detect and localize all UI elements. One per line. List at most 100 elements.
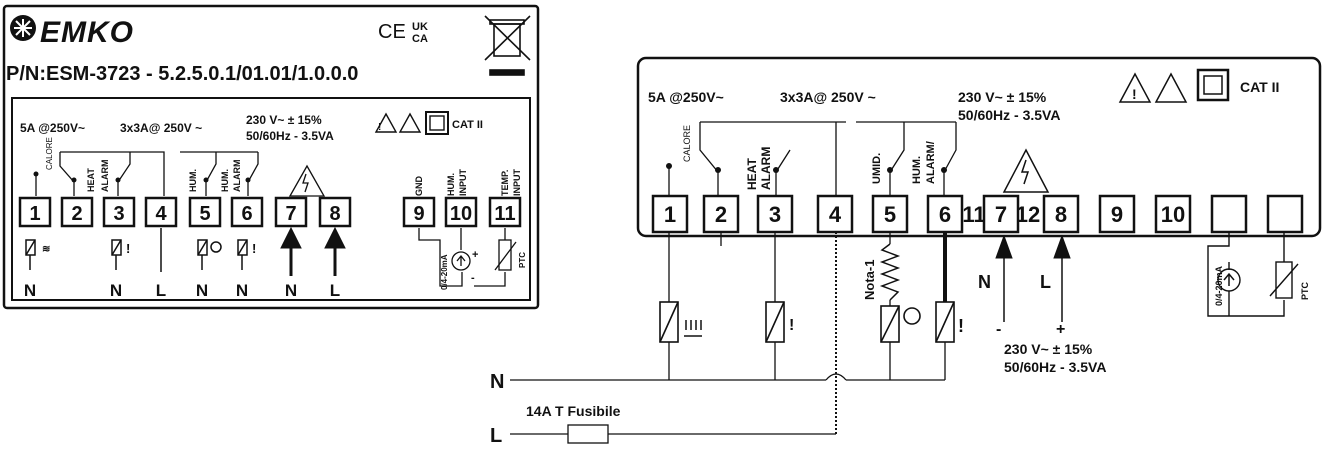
label-supply-arrows (280, 226, 346, 276)
nota-resistor-icon (879, 243, 901, 301)
part-number: P/N:ESM-3723 - 5.2.5.0.1/01.01/1.0.0.0 (6, 63, 358, 85)
label-terminal-6: 6 (241, 203, 252, 225)
heater-icon (684, 320, 702, 337)
label-bottom-1: N (24, 281, 36, 300)
wiring-terminal-strip: 1 2 3 4 5 6 11 7 12 8 9 10 (651, 194, 1304, 234)
label-terminal-11: 11 (494, 203, 515, 225)
svg-text:≋: ≋ (42, 244, 50, 255)
wiring-supply-arrows (995, 234, 1071, 322)
label-terminal-9: 9 (413, 203, 424, 225)
wiring-relay-rating-3: 3x3A@ 250V ~ (780, 89, 876, 105)
wiring-sensor-inputs (1207, 232, 1299, 317)
ukca-mark-top: UK (412, 21, 428, 33)
wiring-supply: 230 V~ ± 15% (958, 89, 1047, 105)
wiring-terminal-12: 12 (1016, 202, 1040, 227)
wiring-terminal-7: 7 (995, 202, 1007, 227)
wiring-relay-label-calore: CALORE (682, 125, 692, 162)
input-label-temp-input: INPUT (512, 168, 522, 196)
supply-N-label: N (978, 272, 991, 292)
alarm-icon-2: ! (958, 316, 964, 336)
weee-bin-icon (484, 15, 531, 76)
input-label-temp: TEMP. (500, 170, 510, 196)
relay-label-hum: HUM. (188, 169, 198, 192)
label-bottom-4: L (156, 281, 166, 300)
wiring-supply-frequency: 50/60Hz - 3.5VA (958, 107, 1060, 123)
label-bottom-3: N (110, 281, 122, 300)
svg-text:!: ! (126, 241, 130, 256)
label-terminal-strip: 1 2 3 4 5 6 7 8 9 10 11 (18, 196, 522, 228)
wiring-panel: 5A @250V~ 3x3A@ 250V ~ 230 V~ ± 15% 50/6… (490, 56, 1322, 447)
input-label-gnd: GND (414, 176, 424, 197)
relay-label-heat: HEAT (86, 168, 96, 192)
svg-text:!: ! (252, 241, 256, 256)
mains-N-label: N (490, 371, 504, 393)
label-loads (25, 228, 248, 272)
label-terminal-1: 1 (29, 203, 40, 225)
alarm-icon: ! (789, 317, 794, 334)
label-bottom-8: L (330, 281, 340, 300)
wiring-supply-bottom: 230 V~ ± 15% (1004, 341, 1093, 357)
wiring-relay-label-umid: UMID. (871, 153, 883, 184)
mains-L-label: L (490, 425, 502, 447)
svg-text:!: ! (378, 122, 381, 133)
wiring-cat-ii: CAT II (1240, 79, 1279, 95)
label-terminal-3: 3 (113, 203, 124, 225)
wiring-terminal-8: 8 (1055, 202, 1067, 227)
label-ptc-text: PTC (518, 252, 527, 268)
wiring-supply-bottom-frequency: 50/60Hz - 3.5VA (1004, 359, 1106, 375)
wiring-relay-label-hum: HUM. (911, 156, 923, 184)
wiring-terminal-2: 2 (715, 202, 727, 227)
label-bottom-5: N (196, 281, 208, 300)
supply-minus: - (996, 321, 1001, 338)
label-terminal-8: 8 (329, 203, 340, 225)
supply-frequency: 50/60Hz - 3.5VA (246, 129, 334, 143)
supply-L-label: L (1040, 272, 1051, 292)
label-mA-plus: + (472, 249, 478, 261)
label-terminal-7: 7 (285, 203, 296, 225)
relay-label-alarm2: ALARM (232, 160, 242, 193)
wiring-relay-rating: 5A @250V~ (648, 89, 724, 105)
label-inner-frame (11, 97, 531, 301)
relay-rating-3: 3x3A@ 250V ~ (120, 121, 202, 135)
wiring-terminal-10: 10 (1161, 202, 1185, 227)
wiring-terminal-11: 11 (962, 202, 985, 227)
label-bottom-6: N (236, 281, 248, 300)
emko-logo: EMKO (10, 15, 134, 49)
wiring-terminal-9: 9 (1111, 202, 1123, 227)
fuse-label: 14A T Fusibile (526, 403, 621, 419)
supply-plus: + (1056, 321, 1065, 338)
cat-ii: CAT II (452, 119, 483, 131)
label-mA-minus: - (471, 272, 475, 284)
ukca-mark-bottom: CA (412, 33, 428, 45)
ce-mark: CE (378, 21, 406, 43)
brand-name: EMKO (40, 16, 134, 49)
wiring-relay-label-heat: HEAT (745, 158, 759, 190)
label-outer-frame (2, 4, 540, 310)
relay-label-calore: CALORE (45, 137, 54, 170)
label-input-wiring (418, 228, 517, 287)
wiring-terminal-3: 3 (769, 202, 781, 227)
relay-label-hum2: HUM. (220, 169, 230, 192)
wiring-terminal-1: 1 (664, 202, 676, 227)
label-terminal-2: 2 (71, 203, 82, 225)
wiring-warning-icons (1118, 68, 1230, 103)
wiring-mA-label: 0/4-20mA (1214, 265, 1224, 306)
wiring-relay-label-alarm: ALARM (759, 147, 773, 190)
input-label-hum-input: INPUT (458, 168, 468, 196)
label-terminal-10: 10 (450, 203, 472, 225)
label-relay-wiring (35, 151, 259, 196)
svg-text:!: ! (1132, 86, 1137, 102)
relay-label-alarm: ALARM (100, 160, 110, 193)
input-label-hum: HUM. (446, 173, 456, 196)
label-bottom-7: N (285, 281, 297, 300)
hazard-triangle-icon (288, 164, 326, 197)
wiring-terminal-6: 6 (939, 202, 951, 227)
wiring-loads (659, 301, 955, 343)
wiring-hazard-icon (1002, 148, 1050, 193)
wiring-terminal-4: 4 (829, 202, 842, 227)
wiring-terminal-5: 5 (884, 202, 896, 227)
label-terminal-4: 4 (155, 203, 167, 225)
supply-rating: 230 V~ ± 15% (246, 113, 322, 127)
device-label-panel: EMKO CE UK CA P/N:ESM-3723 - 5.2.5.0.1/0… (2, 4, 540, 310)
